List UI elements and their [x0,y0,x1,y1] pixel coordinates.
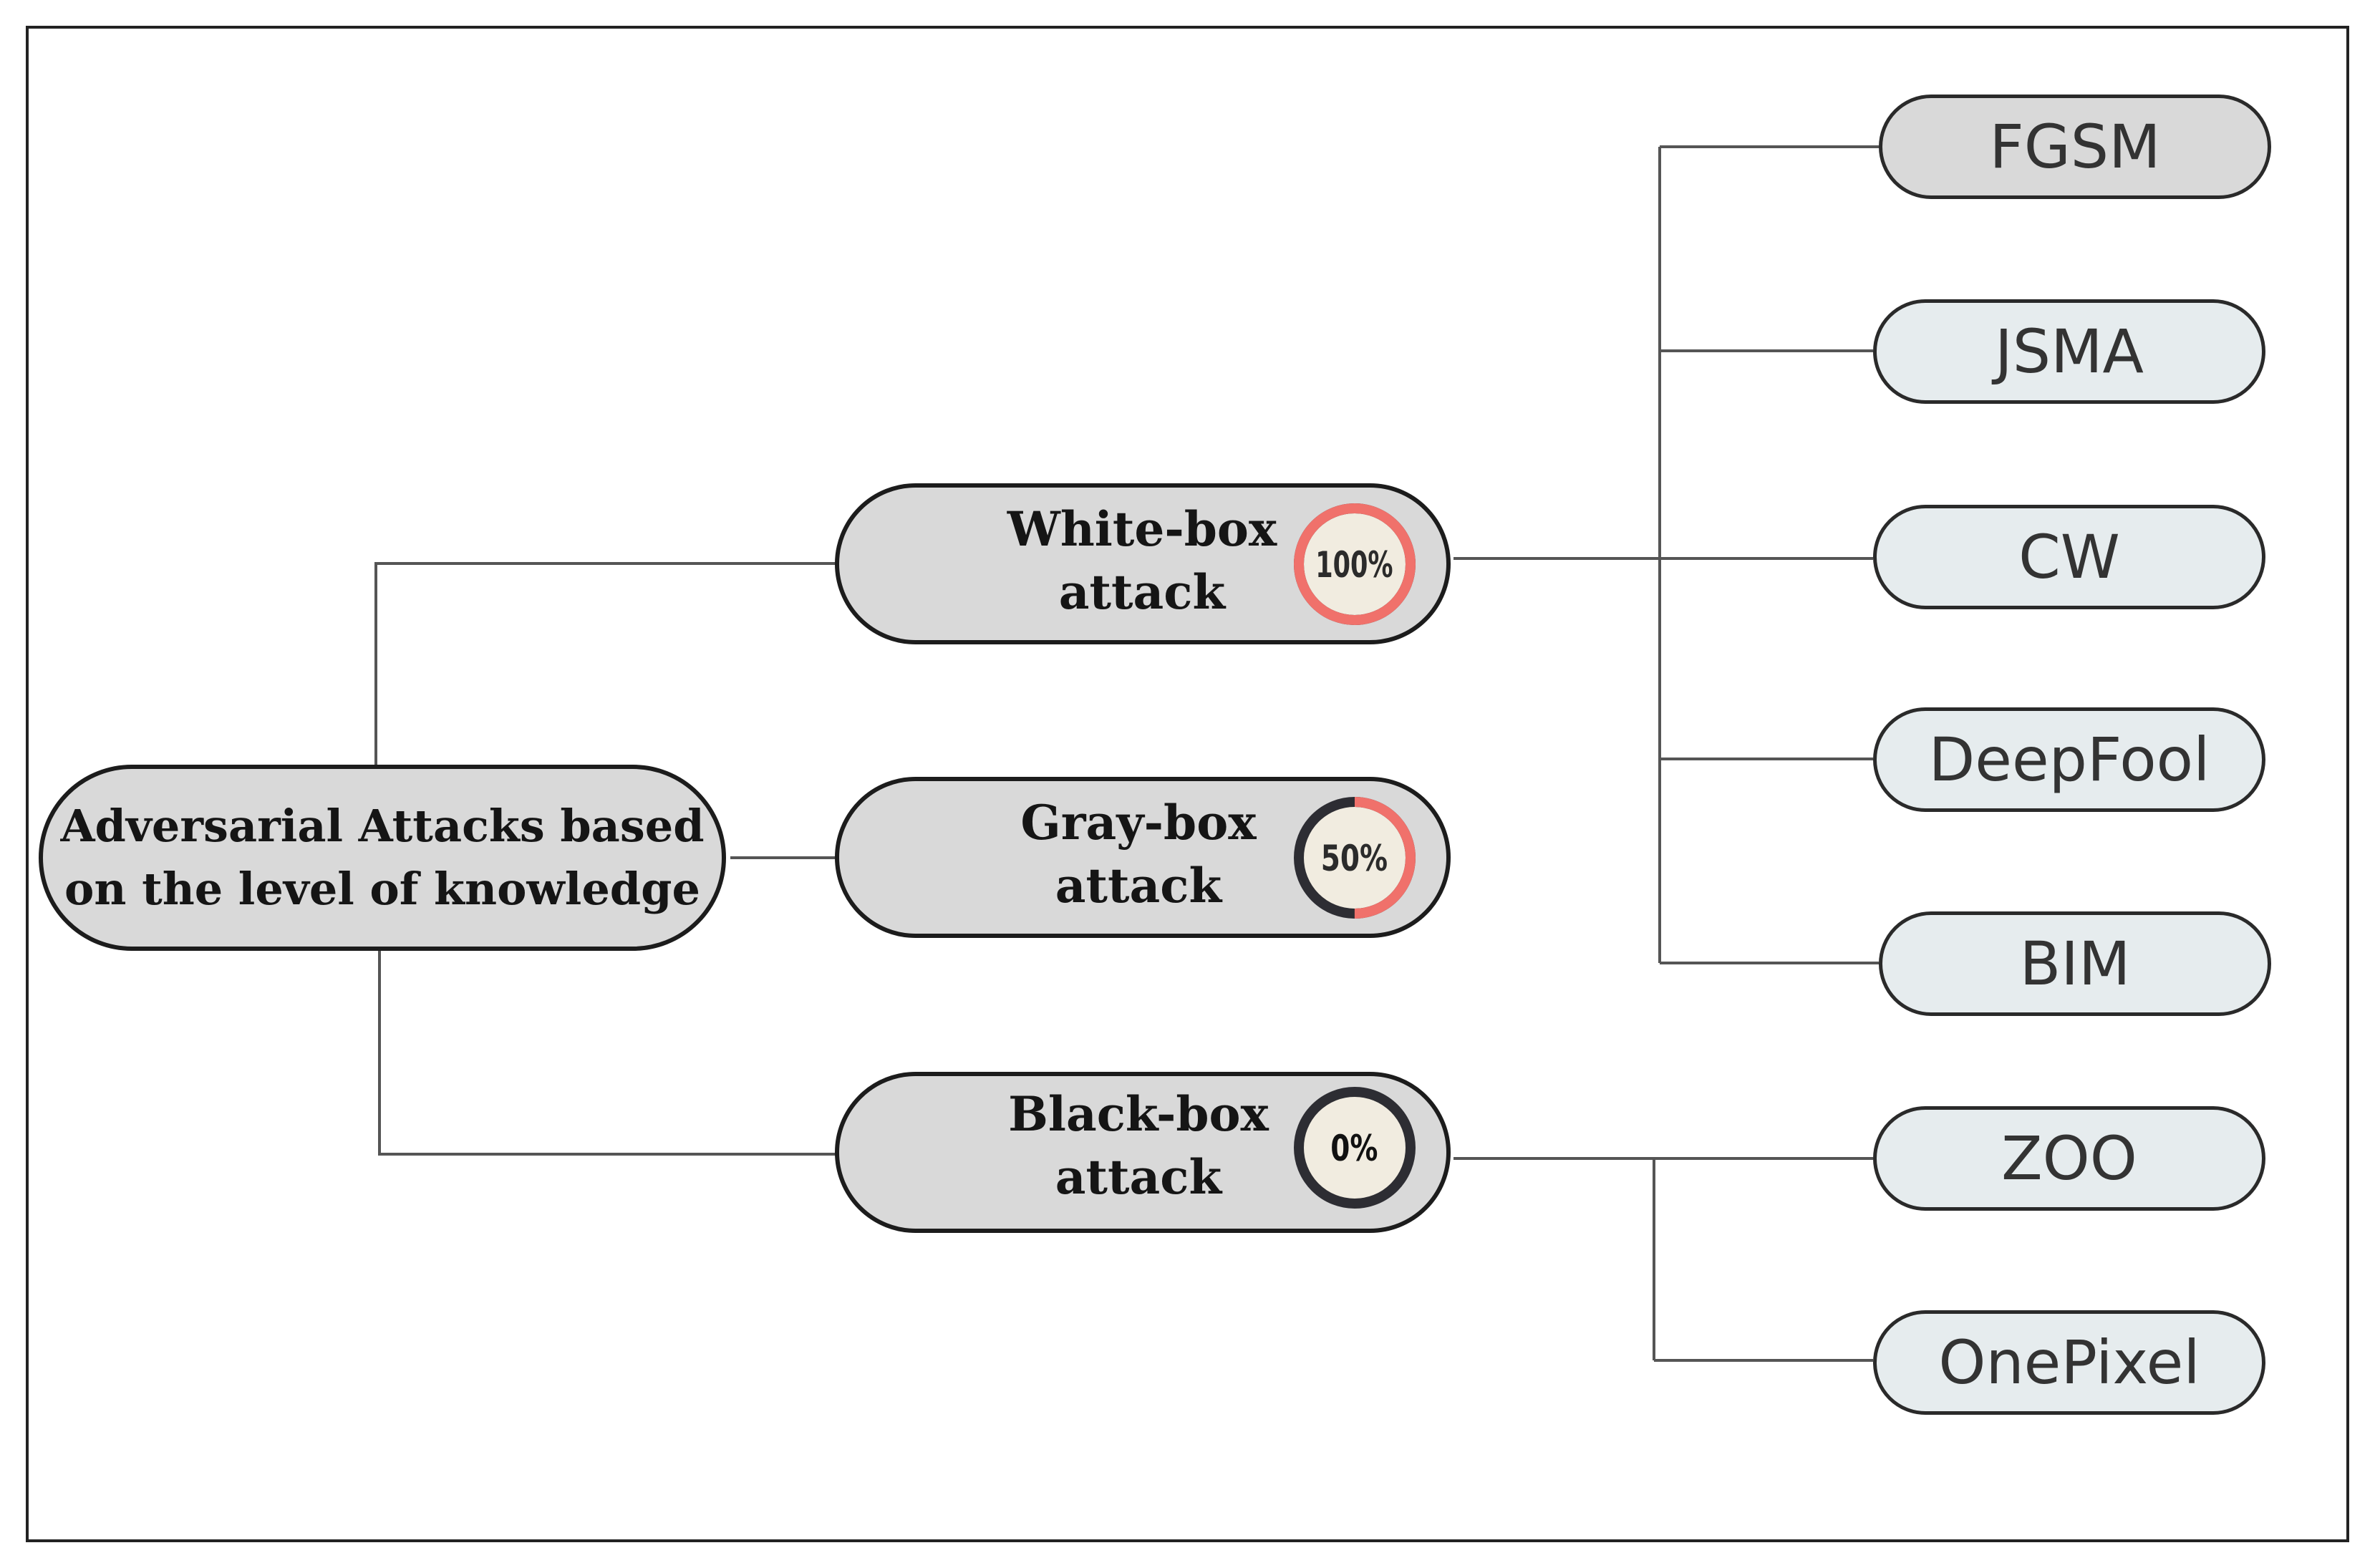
connector-root-white [374,562,838,766]
method-bim: BIM [1879,911,2271,1016]
method-jsma: JSMA [1873,299,2265,404]
gray-box-gauge: 50% [1294,797,1416,919]
method-cw: CW [1873,505,2265,609]
white-box-gauge-value: 100% [1315,543,1393,586]
connector-root-black [378,949,838,1156]
method-fgsm: FGSM [1879,95,2271,199]
root-node: Adversarial Attacks based on the level o… [39,765,726,951]
black-box-gauge: 0% [1294,1087,1416,1209]
diagram-frame [26,26,2349,1542]
method-deepfool: DeepFool [1873,707,2265,812]
black-box-gauge-value: 0% [1330,1127,1378,1169]
method-onepixel: OnePixel [1873,1310,2265,1415]
method-zoo: ZOO [1873,1106,2265,1211]
gray-box-label: Gray-box attack [1020,795,1257,914]
white-box-gauge: 100% [1294,503,1416,625]
white-box-label: White-box attack [1007,501,1277,620]
gray-box-gauge-value: 50% [1321,837,1388,879]
root-label: Adversarial Attacks based on the level o… [60,800,705,915]
black-box-label: Black-box attack [1008,1086,1269,1205]
